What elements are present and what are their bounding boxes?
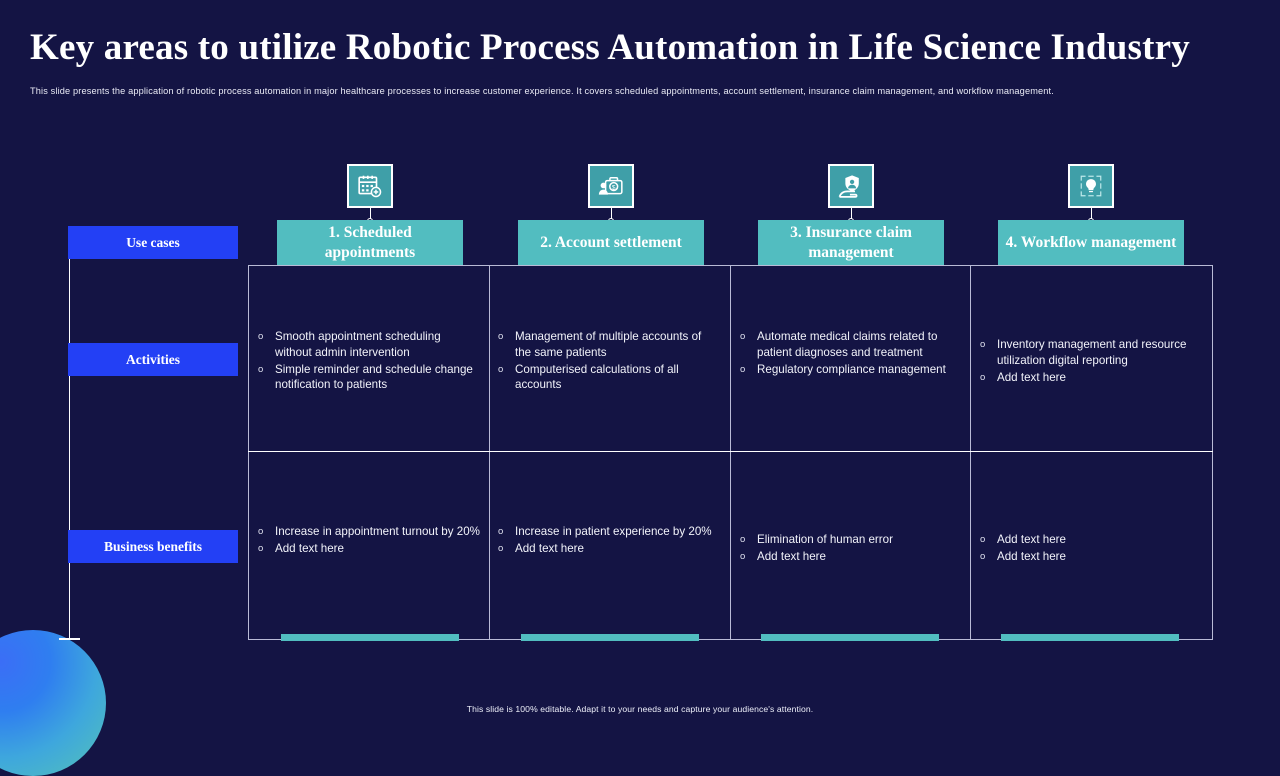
bullet-icon: o [740, 331, 746, 342]
column-header-insurance-claim-management[interactable]: 3. Insurance claim management [758, 220, 944, 265]
cell-activities-col2: o Management of multiple accounts of the… [498, 329, 720, 394]
accent-bar-col2 [521, 634, 699, 641]
left-rail-foot [59, 638, 80, 640]
bullet-icon: o [498, 526, 504, 537]
bullet-icon: o [498, 363, 504, 375]
cell-benefits-col4: o Add text here o Add text here [980, 532, 1208, 566]
list-item: o Smooth appointment scheduling without … [258, 330, 441, 359]
decorative-gradient-circle [0, 630, 106, 776]
row-label-use-cases[interactable]: Use cases [68, 226, 238, 259]
bullet-icon: o [980, 339, 986, 350]
row-label-activities[interactable]: Activities [68, 343, 238, 376]
cell-benefits-col2: o Increase in patient experience by 20% … [498, 524, 720, 558]
medical-bag-dollar-icon[interactable]: $ [588, 164, 634, 208]
list-item: o Management of multiple accounts of the… [498, 330, 702, 359]
bullet-icon: o [740, 363, 746, 375]
list-item: o Elimination of human error [740, 533, 893, 546]
list-item: o Add text here [258, 541, 344, 555]
list-item: o Simple reminder and schedule change no… [258, 362, 473, 392]
bullet-icon: o [740, 550, 746, 562]
bullet-icon: o [258, 331, 264, 342]
list-item: o Computerised calculations of all accou… [498, 362, 679, 392]
list-item: o Regulatory compliance management [740, 362, 946, 376]
accent-bar-col1 [281, 634, 459, 641]
accent-bar-col4 [1001, 634, 1179, 641]
connector-stem-1 [370, 208, 371, 221]
cell-activities-col3: o Automate medical claims related to pat… [740, 329, 968, 378]
list-item: o Automate medical claims related to pat… [740, 330, 938, 359]
page-title: Key areas to utilize Robotic Process Aut… [30, 27, 1190, 68]
column-header-workflow-management[interactable]: 4. Workflow management [998, 220, 1184, 265]
grid-divider-2 [730, 265, 731, 640]
grid-divider-1 [489, 265, 490, 640]
list-item: o Add text here [980, 533, 1066, 546]
list-item: o Increase in patient experience by 20% [498, 525, 712, 538]
connector-stem-2 [611, 208, 612, 221]
column-header-scheduled-appointments[interactable]: 1. Scheduled appointments [277, 220, 463, 265]
bullet-icon: o [258, 542, 264, 554]
bullet-icon: o [258, 526, 264, 537]
list-item: o Add text here [980, 549, 1066, 563]
bullet-icon: o [740, 534, 746, 545]
connector-stem-4 [1091, 208, 1092, 221]
bullet-icon: o [498, 331, 504, 342]
list-item: o Inventory management and resource util… [980, 338, 1187, 367]
list-item: o Add text here [498, 541, 584, 555]
list-item: o Increase in appointment turnout by 20% [258, 525, 480, 538]
page-subtitle: This slide presents the application of r… [30, 86, 1054, 96]
cell-benefits-col3: o Elimination of human error o Add text … [740, 532, 968, 566]
bullet-icon: o [980, 550, 986, 562]
cell-activities-col1: o Smooth appointment scheduling without … [258, 329, 480, 394]
column-header-account-settlement[interactable]: 2. Account settlement [518, 220, 704, 265]
list-item: o Add text here [740, 549, 826, 563]
svg-text:$: $ [612, 184, 616, 191]
bullet-icon: o [258, 363, 264, 375]
grid-row-divider [248, 451, 1213, 452]
left-rail-line [69, 258, 70, 640]
bullet-icon: o [980, 371, 986, 383]
accent-bar-col3 [761, 634, 939, 641]
list-item: o Add text here [980, 370, 1066, 384]
calendar-clock-icon[interactable] [347, 164, 393, 208]
hand-shield-patient-icon[interactable] [828, 164, 874, 208]
bullet-icon: o [498, 542, 504, 554]
row-label-business-benefits[interactable]: Business benefits [68, 530, 238, 563]
footer-note: This slide is 100% editable. Adapt it to… [466, 704, 814, 714]
connector-stem-3 [851, 208, 852, 221]
cell-activities-col4: o Inventory management and resource util… [980, 337, 1208, 386]
lightbulb-frame-icon[interactable] [1068, 164, 1114, 208]
bullet-icon: o [980, 534, 986, 545]
cell-benefits-col1: o Increase in appointment turnout by 20%… [258, 524, 480, 558]
grid-divider-3 [970, 265, 971, 640]
